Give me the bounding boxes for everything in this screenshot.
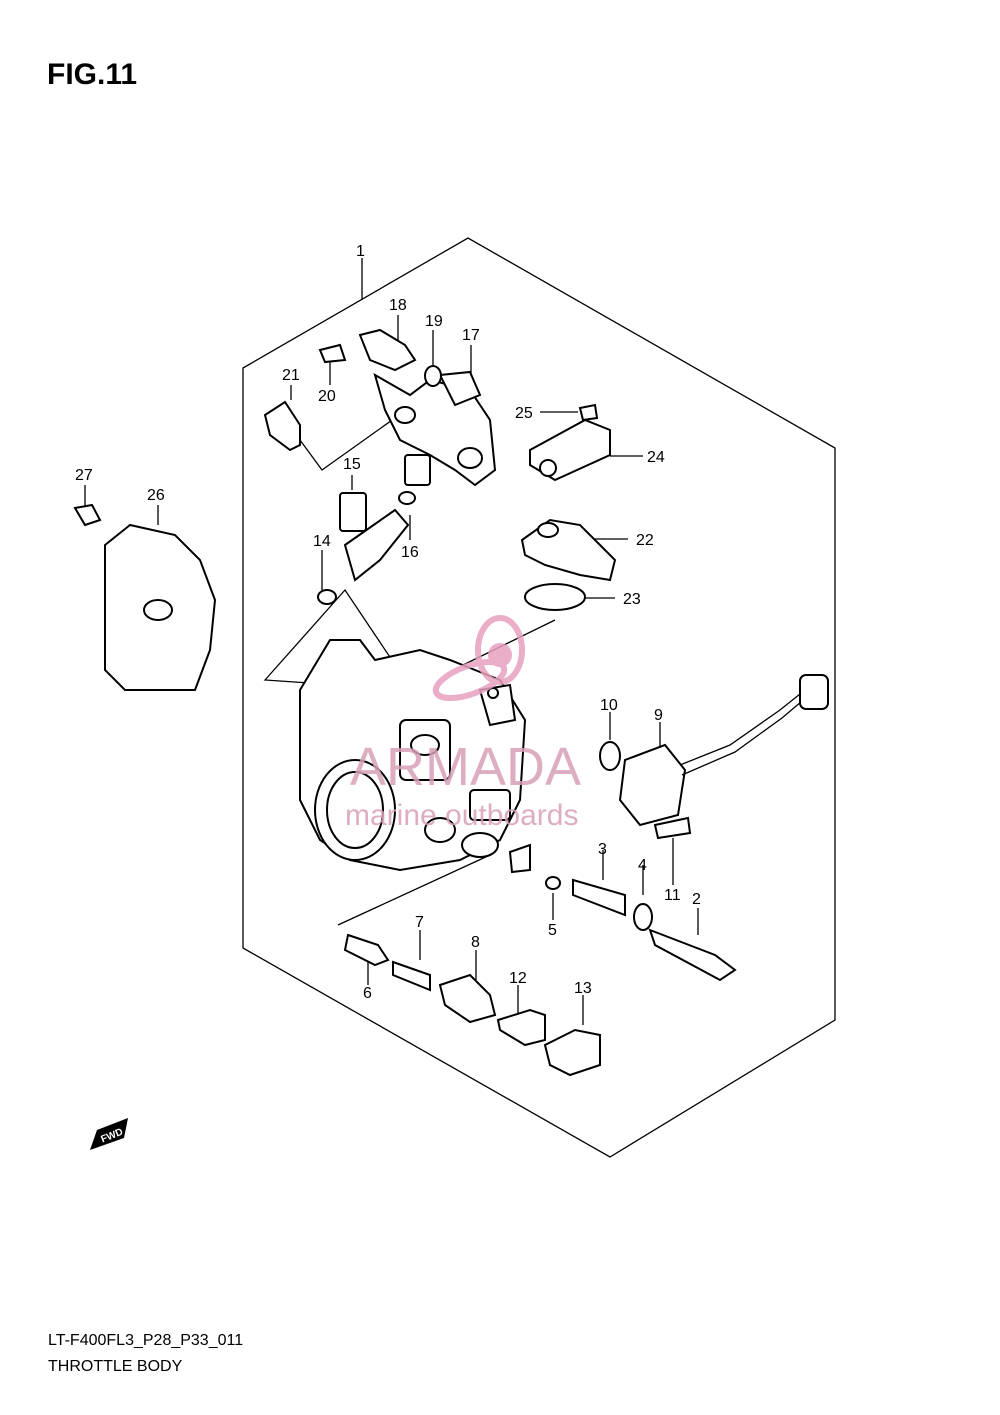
callout-24: 24: [647, 449, 665, 466]
callout-26: 26: [147, 487, 165, 504]
callout-27: 27: [75, 467, 93, 484]
position-sensor-part: [520, 518, 617, 611]
callout-4: 4: [638, 857, 647, 874]
assembly-boundary: [242, 237, 836, 1158]
callout-2: 2: [692, 891, 701, 908]
delivery-pipe-assembly: [318, 328, 497, 505]
callout-11: 11: [664, 887, 681, 904]
callout-25: 25: [515, 405, 533, 422]
callout-19: 19: [425, 313, 443, 330]
watermark-tagline: marine outboards: [345, 799, 578, 832]
callout-6: 6: [363, 985, 372, 1002]
cover-part: [73, 503, 217, 691]
callout-23: 23: [623, 591, 641, 608]
callout-10: 10: [600, 697, 618, 714]
fwd-arrow-icon: FWD: [90, 1118, 128, 1150]
callout-20: 20: [318, 388, 336, 405]
figure-title: FIG.11: [47, 58, 138, 91]
callout-8: 8: [471, 934, 480, 951]
callout-5: 5: [548, 922, 557, 939]
sensor-wiring-part: [599, 674, 829, 840]
callout-17: 17: [462, 327, 480, 344]
figure-code: LT-F400FL3_P28_P33_011: [48, 1332, 244, 1349]
leader-lines: [84, 258, 699, 1025]
callout-14: 14: [313, 533, 331, 550]
callout-12: 12: [509, 970, 527, 987]
callout-9: 9: [654, 707, 663, 724]
figure-name: THROTTLE BODY: [48, 1358, 183, 1375]
callout-18: 18: [389, 297, 407, 314]
callout-1: 1: [356, 243, 365, 260]
callout-21: 21: [282, 367, 300, 384]
callout-7: 7: [415, 914, 424, 931]
callout-13: 13: [574, 980, 592, 997]
watermark-brand: ARMADA: [350, 737, 581, 797]
small-parts-row: [343, 843, 737, 1077]
callout-22: 22: [636, 532, 654, 549]
callout-labels: 1 2 3 4 5 6 7 8 9 10 11 12 13 14 15 16 1…: [75, 243, 701, 1002]
fuel-injector-part: [317, 492, 410, 605]
bracket-part: [529, 403, 611, 482]
cap-part: [263, 400, 301, 452]
callout-3: 3: [598, 841, 607, 858]
callout-15: 15: [343, 456, 361, 473]
callout-16: 16: [401, 544, 419, 561]
watermark: ARMADA marine outboards: [345, 615, 581, 832]
